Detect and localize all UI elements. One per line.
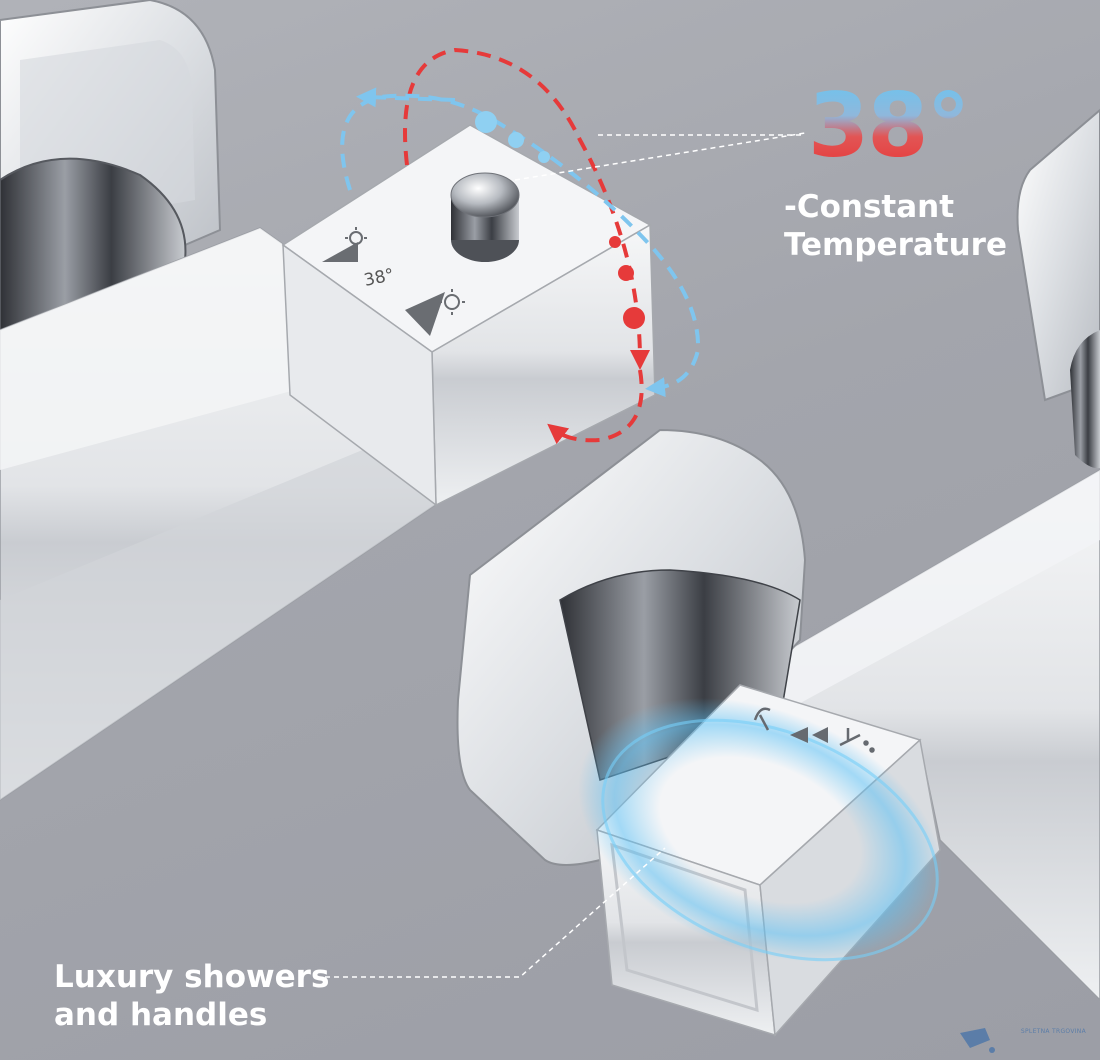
hot-sun-icon (345, 227, 367, 249)
constant-temperature-caption: -Constant Temperature (784, 189, 1007, 263)
temperature-dial-cap[interactable] (281, 124, 656, 507)
watermark-logo (960, 1028, 995, 1053)
wall-mount-top-right (1016, 108, 1100, 469)
overhead-shower-icon (839, 728, 875, 753)
leader-line-handles (325, 847, 666, 978)
red-dots (609, 236, 645, 329)
luxury-showers-caption: Luxury showers and handles (54, 959, 330, 1033)
wall-mount-top-left (0, 0, 222, 349)
mode-arrows-icon (790, 727, 828, 743)
arrow-marker-icon (405, 292, 445, 336)
hot-rotation-arrow (403, 47, 650, 445)
cold-rotation-arrow (340, 87, 701, 398)
hand-shower-icon (753, 707, 771, 731)
cold-sun-icon (439, 289, 465, 315)
temperature-value: 38° (808, 74, 970, 177)
diverter-handle[interactable] (539, 648, 981, 1037)
watermark-text: SPLETNA TRGOVINA (1020, 1028, 1086, 1035)
safety-button-knob[interactable] (450, 172, 520, 262)
leader-line-temperature (514, 132, 806, 181)
arrow-marker-icon (322, 242, 358, 262)
blue-dots (475, 111, 550, 163)
